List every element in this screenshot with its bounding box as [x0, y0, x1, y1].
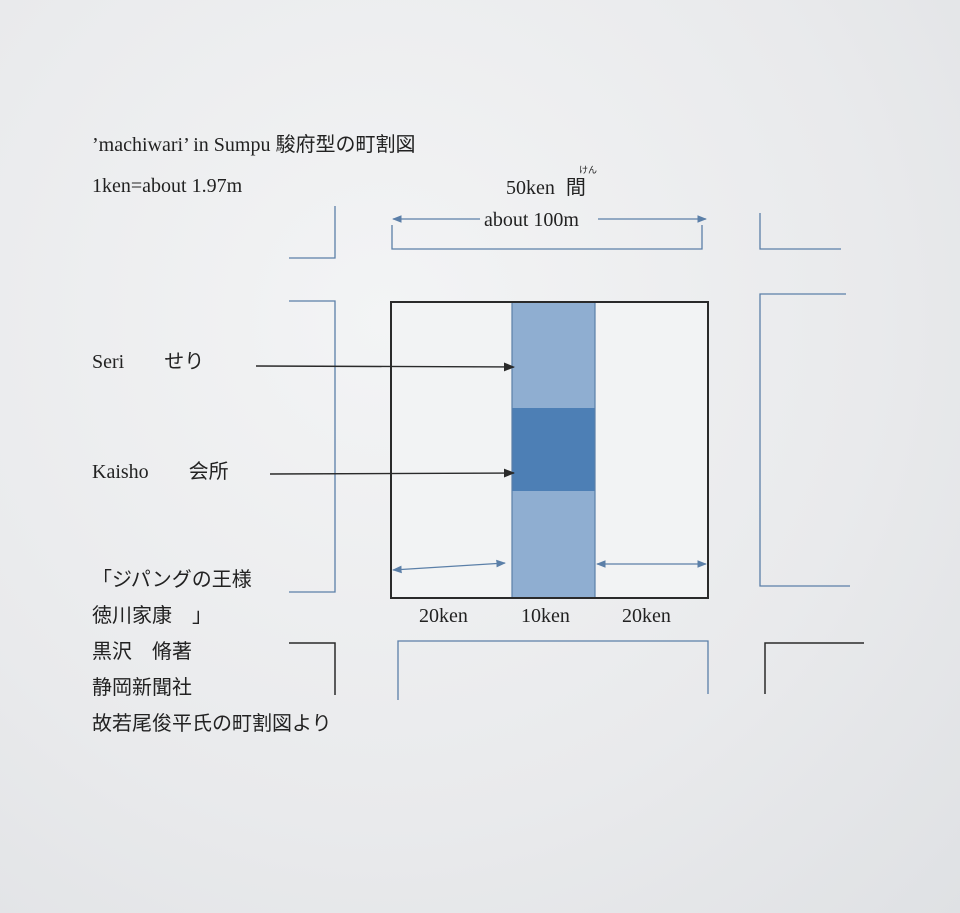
dimension-50ken-label: 50ken 間: [506, 176, 586, 200]
town-block: [390, 301, 709, 599]
street-corner-top-left: [289, 206, 336, 259]
source-line-1: 「ジパングの王様: [92, 569, 252, 591]
lower-corners: [289, 642, 864, 695]
ken-kanji: 間: [565, 177, 586, 199]
width-label-right: 20ken: [622, 605, 671, 627]
seri-pointer-arrow: [255, 362, 516, 372]
scale-note: 1ken=about 1.97m: [92, 175, 243, 197]
corner-bottom-left: [289, 642, 336, 695]
corner-bottom-right: [764, 642, 864, 694]
street-corner-top-right: [759, 213, 841, 250]
street-corner-bottom-center: [397, 640, 709, 700]
width-label-left: 20ken: [419, 605, 468, 627]
seri-area-top: [512, 302, 595, 408]
kaisho-area: [512, 408, 595, 491]
about-100m-label: about 100m: [484, 209, 579, 231]
source-line-5: 故若尾俊平氏の町割図より: [92, 713, 332, 735]
source-line-2: 徳川家康 」: [92, 605, 212, 627]
pointer-arrows: [255, 362, 516, 478]
seri-label: Seri せり: [92, 351, 205, 373]
ken-furigana: けん: [579, 165, 598, 175]
street-edge-left: [289, 300, 336, 593]
source-line-3: 黒沢 脩著: [92, 641, 192, 663]
street-edge-right: [759, 293, 850, 587]
dim-arrow-left-20ken: [392, 559, 506, 574]
kaisho-pointer-arrow: [269, 468, 516, 478]
street-corner-top-center: [391, 225, 703, 250]
diagram-title: ’machiwari’ in Sumpu 駿府型の町割図: [92, 134, 416, 156]
width-label-center: 10ken: [521, 605, 570, 627]
seri-area-bottom: [512, 491, 595, 598]
source-line-4: 静岡新聞社: [92, 677, 192, 699]
fifty-ken-text: 50ken: [506, 177, 555, 199]
street-lines: [289, 206, 850, 700]
dimension-arrows: [392, 215, 707, 574]
block-outline: [390, 301, 709, 599]
kaisho-label: Kaisho 会所: [92, 461, 229, 483]
